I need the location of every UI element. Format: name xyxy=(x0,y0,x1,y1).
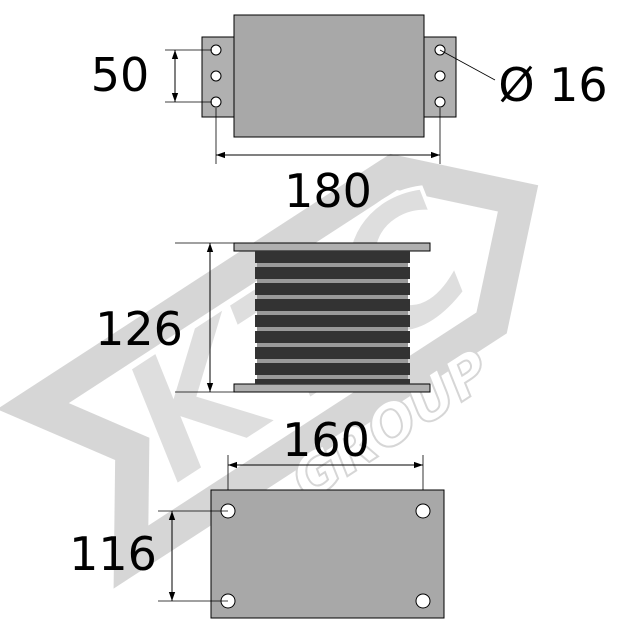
rubber-layer xyxy=(255,283,410,295)
top-left-holes xyxy=(210,44,222,108)
watermark-chevron xyxy=(0,153,539,589)
rubber-layer xyxy=(255,315,410,327)
bottom-plate xyxy=(210,489,445,619)
dim-hole-diameter: Ø 16 xyxy=(439,49,608,112)
side-view: 126 xyxy=(95,242,431,393)
dim-width-label: 160 xyxy=(282,413,370,467)
dim-depth: 116 xyxy=(69,510,228,602)
rubber-layer xyxy=(255,299,410,311)
rubber-layer xyxy=(255,347,410,359)
dim-width: 160 xyxy=(227,413,424,505)
side-bottom-plate xyxy=(233,383,431,393)
steel-shim xyxy=(257,295,408,299)
steel-shim xyxy=(257,359,408,363)
hole xyxy=(210,44,222,56)
rubber-layer xyxy=(255,379,410,384)
dim-hole-spacing: 50 xyxy=(91,48,212,103)
rubber-layer xyxy=(255,331,410,343)
bottom-view: 160 116 xyxy=(69,413,445,619)
rubber-layer xyxy=(255,267,410,279)
hole xyxy=(434,96,446,108)
side-top-plate xyxy=(233,242,431,252)
dim-depth-label: 116 xyxy=(69,527,157,581)
rubber-layer xyxy=(255,251,410,263)
dim-height-label: 126 xyxy=(95,302,183,356)
hole xyxy=(210,70,222,82)
top-body xyxy=(233,14,425,138)
steel-shim xyxy=(257,279,408,283)
dim-length: 180 xyxy=(215,108,441,218)
dim-hole-diameter-label: Ø 16 xyxy=(498,58,607,112)
hole xyxy=(210,96,222,108)
top-view: 50 Ø 16 180 xyxy=(91,14,608,218)
hole xyxy=(434,70,446,82)
steel-shim xyxy=(257,327,408,331)
rubber-layer xyxy=(255,363,410,375)
steel-shim xyxy=(257,263,408,267)
hole xyxy=(415,503,431,519)
rubber-stack xyxy=(255,251,410,384)
hole xyxy=(415,593,431,609)
dim-height: 126 xyxy=(95,242,240,393)
dim-length-label: 180 xyxy=(284,164,372,218)
dim-hole-spacing-label: 50 xyxy=(91,48,150,102)
steel-shim xyxy=(257,343,408,347)
steel-shim xyxy=(257,375,408,379)
top-right-holes xyxy=(434,44,446,108)
steel-shim xyxy=(257,311,408,315)
